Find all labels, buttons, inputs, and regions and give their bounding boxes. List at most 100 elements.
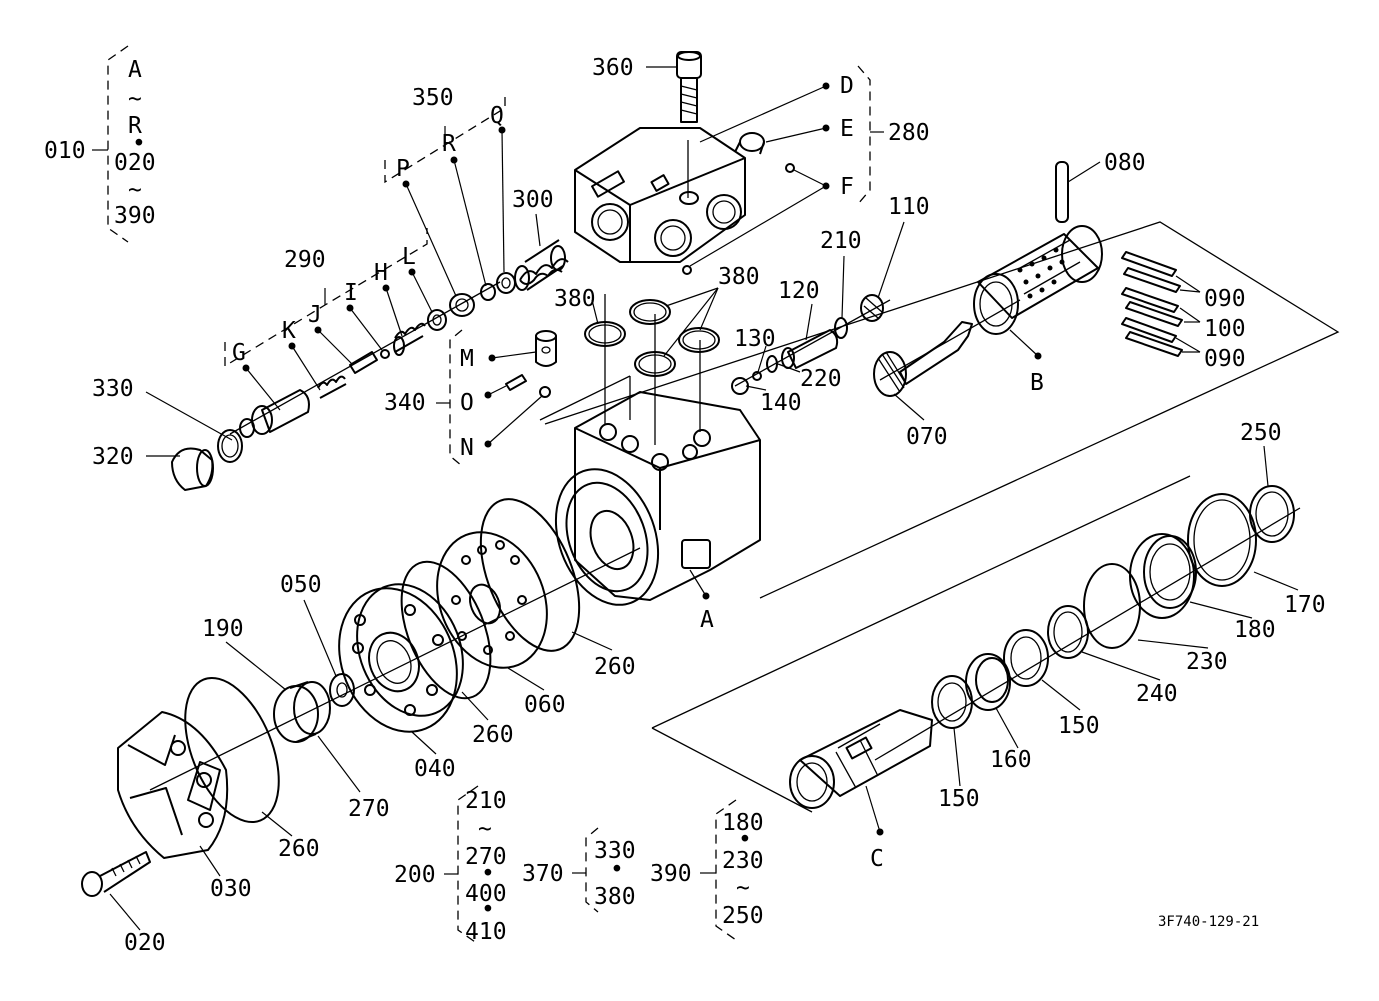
callout-330: 330 bbox=[92, 376, 134, 402]
group-200-item: 270 bbox=[465, 844, 507, 870]
callout-350: 350 bbox=[412, 85, 454, 111]
callout-h: H bbox=[374, 260, 388, 286]
part-260-seal-a bbox=[479, 498, 581, 652]
part-260-seal-c bbox=[184, 676, 280, 824]
part-150-washer-b bbox=[1003, 629, 1049, 687]
group-200: 200 210 ~ 270 • 400 • 410 bbox=[394, 785, 507, 945]
part-230-oring bbox=[1083, 563, 1141, 649]
group-390-item: 230 bbox=[722, 848, 764, 874]
callout-230: 230 bbox=[1186, 649, 1228, 675]
part-060-plate bbox=[436, 531, 548, 669]
callout-100: 100 bbox=[1204, 316, 1246, 342]
group-010-item: ~ bbox=[128, 86, 142, 112]
callout-c: C bbox=[870, 846, 884, 872]
callout-260-mid: 260 bbox=[472, 722, 514, 748]
group-390-item: 180 bbox=[722, 810, 764, 836]
callout-150-right: 150 bbox=[1058, 713, 1100, 739]
callout-210: 210 bbox=[820, 228, 862, 254]
callout-p: P bbox=[396, 156, 410, 182]
part-270-bushing bbox=[273, 681, 331, 743]
group-010-item: • bbox=[132, 131, 146, 157]
part-040-gerotor bbox=[338, 583, 464, 733]
part-280-cover bbox=[574, 127, 746, 275]
group-010-item: A bbox=[128, 57, 142, 83]
sleeve-group-outline bbox=[651, 475, 1191, 813]
callout-320: 320 bbox=[92, 444, 134, 470]
callout-a: A bbox=[700, 607, 714, 633]
bracket-280 bbox=[857, 65, 871, 205]
callout-l: L bbox=[402, 244, 416, 270]
callout-040: 040 bbox=[414, 756, 456, 782]
group-370: 370 330 • 380 bbox=[522, 827, 636, 913]
part-290-relief-valve bbox=[217, 322, 426, 463]
callout-090-top: 090 bbox=[1204, 286, 1246, 312]
callout-k: K bbox=[282, 318, 296, 344]
group-390-item: 250 bbox=[722, 903, 764, 929]
part-020-bolt bbox=[81, 851, 151, 897]
part-090-100-springs bbox=[1121, 251, 1183, 357]
callout-020: 020 bbox=[124, 930, 166, 956]
callout-b: B bbox=[1030, 370, 1044, 396]
group-010-item: 390 bbox=[114, 203, 156, 229]
group-010: 010 A ~ R • 020 ~ 390 bbox=[44, 45, 156, 243]
callout-r: R bbox=[442, 131, 456, 157]
callout-d: D bbox=[840, 73, 854, 99]
callout-050: 050 bbox=[280, 572, 322, 598]
group-010-item: ~ bbox=[128, 177, 142, 203]
callout-080: 080 bbox=[1104, 150, 1146, 176]
bracket-290 bbox=[224, 228, 428, 368]
callout-070: 070 bbox=[906, 424, 948, 450]
callout-j: J bbox=[308, 302, 322, 328]
part-160-bearing bbox=[965, 653, 1011, 711]
part-240-ring bbox=[1047, 605, 1089, 659]
group-010-item: 020 bbox=[114, 150, 156, 176]
part-300-spring bbox=[514, 239, 569, 291]
callout-380-right: 380 bbox=[718, 264, 760, 290]
group-010-item: R bbox=[128, 113, 142, 139]
callout-o: O bbox=[460, 390, 474, 416]
callout-220: 220 bbox=[800, 366, 842, 392]
callout-q: Q bbox=[490, 103, 504, 129]
part-340-fittings bbox=[505, 330, 557, 398]
callout-090-bottom: 090 bbox=[1204, 346, 1246, 372]
part-c-sleeve bbox=[789, 709, 933, 809]
callout-250: 250 bbox=[1240, 420, 1282, 446]
group-200-item: ~ bbox=[478, 816, 492, 842]
group-370-item: • bbox=[610, 857, 624, 883]
part-070-shaft bbox=[873, 321, 973, 397]
group-390-label: 390 bbox=[650, 861, 692, 887]
part-e-plug bbox=[734, 132, 765, 155]
group-200-item: • bbox=[481, 861, 495, 887]
part-250-ring bbox=[1249, 485, 1295, 543]
leader-lines bbox=[109, 66, 1299, 931]
callout-130: 130 bbox=[734, 326, 776, 352]
group-370-label: 370 bbox=[522, 861, 564, 887]
callout-340: 340 bbox=[384, 390, 426, 416]
part-170-ring bbox=[1187, 493, 1257, 587]
callout-120: 120 bbox=[778, 278, 820, 304]
callout-m: M bbox=[460, 346, 474, 372]
part-080-pin bbox=[1055, 161, 1069, 223]
callout-280: 280 bbox=[888, 120, 930, 146]
group-200-label: 200 bbox=[394, 862, 436, 888]
callout-030: 030 bbox=[210, 876, 252, 902]
part-a-housing bbox=[554, 391, 761, 606]
group-010-label: 010 bbox=[44, 138, 86, 164]
part-b-spool bbox=[973, 225, 1103, 335]
callout-300: 300 bbox=[512, 187, 554, 213]
group-390-item: • bbox=[738, 827, 752, 853]
callout-140: 140 bbox=[760, 390, 802, 416]
callout-180: 180 bbox=[1234, 617, 1276, 643]
callout-060: 060 bbox=[524, 692, 566, 718]
spool-group-outline bbox=[544, 221, 1340, 599]
drawing-code: 3F740-129-21 bbox=[1158, 914, 1259, 930]
callout-260-top: 260 bbox=[594, 654, 636, 680]
group-390-item: ~ bbox=[736, 875, 750, 901]
part-320-plug bbox=[171, 447, 214, 491]
callout-e: E bbox=[840, 116, 854, 142]
group-390: 390 180 • 230 ~ 250 bbox=[650, 799, 764, 941]
callout-190: 190 bbox=[202, 616, 244, 642]
group-370-item: 330 bbox=[594, 838, 636, 864]
callout-240: 240 bbox=[1136, 681, 1178, 707]
